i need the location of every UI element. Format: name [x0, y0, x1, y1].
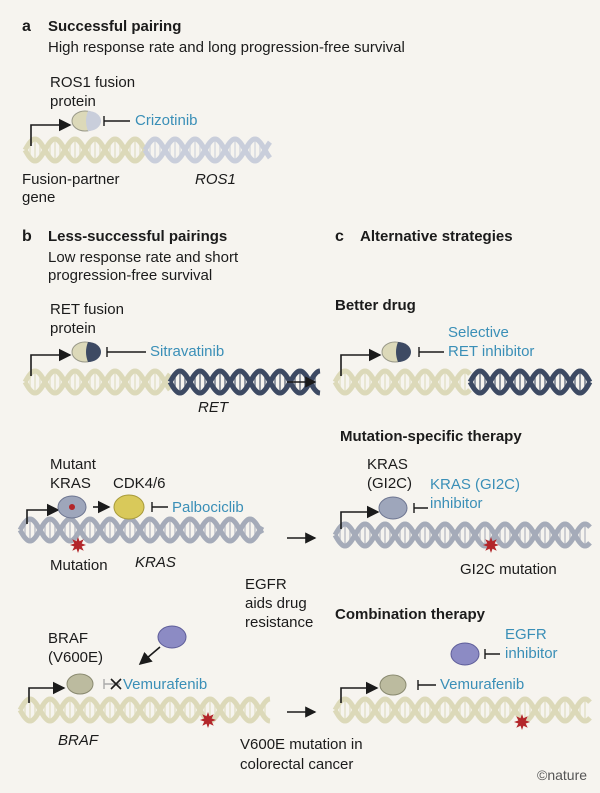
- gene-label: Fusion-partner: [22, 171, 120, 188]
- kras-gi2c-label: KRAS: [367, 456, 408, 473]
- ros1-protein-label: protein: [50, 93, 96, 110]
- drug-selective-ret: RET inhibitor: [448, 343, 535, 360]
- panel-a-letter: a: [22, 18, 31, 35]
- nature-credit: ©nature: [537, 767, 588, 783]
- mutation-label: Mutation: [50, 557, 108, 574]
- ret-dna: [467, 368, 593, 396]
- panel-a-subtitle: High response rate and long progression-…: [48, 39, 405, 56]
- braf-dna: [17, 696, 271, 724]
- ros1-protein-label: ROS1 fusion: [50, 74, 136, 91]
- promoter-arrow: [28, 681, 66, 703]
- drug-crizotinib: Crizotinib: [135, 112, 198, 129]
- egfr-protein-icon: [450, 642, 480, 666]
- kras-protein-label: Mutant: [50, 456, 96, 473]
- kras-dna: [332, 521, 592, 549]
- gene-label: gene: [22, 189, 56, 206]
- drug-palbociclib: Palbociclib: [172, 499, 244, 516]
- fusion-partner-dna: [332, 368, 472, 396]
- promoter-arrow: [340, 505, 380, 529]
- drug-sitravatinib: Sitravatinib: [150, 343, 225, 360]
- gene-label-ret: RET: [198, 399, 228, 416]
- mutation-star-icon: [70, 537, 86, 553]
- gene-label-kras: KRAS: [135, 554, 176, 571]
- promoter-arrow: [30, 118, 72, 146]
- ros1-dna: [142, 136, 272, 164]
- drug-kras-inhibitor: KRAS (GI2C): [430, 476, 521, 493]
- mutation-star-icon: [200, 712, 216, 728]
- cdk46-protein-icon: [113, 494, 145, 520]
- mutation-star-icon: [483, 537, 499, 553]
- cdk-label: CDK4/6: [113, 475, 166, 492]
- drug-egfr-inhibitor: inhibitor: [505, 645, 558, 662]
- egfr-label: resistance: [245, 614, 314, 631]
- heading-mutation-specific: Mutation-specific therapy: [340, 428, 522, 445]
- braf-label: BRAF: [48, 630, 89, 647]
- fusion-partner-dna: [22, 368, 172, 396]
- promoter-arrow: [26, 503, 60, 524]
- kras-gi2c-protein-icon: [378, 496, 408, 520]
- panel-b-title: Less-successful pairings: [48, 228, 228, 245]
- egfr-resistance-arrow: [138, 646, 161, 666]
- ros1-fusion-protein-icon: [71, 110, 101, 132]
- egfr-label: aids drug: [245, 595, 307, 612]
- drug-kras-inhibitor: inhibitor: [430, 495, 483, 512]
- drug-vemurafenib: Vemurafenib: [123, 676, 208, 693]
- ret-protein-label: RET fusion: [50, 301, 124, 318]
- drug-selective-ret: Selective: [448, 324, 509, 341]
- panel-b-subtitle: progression-free survival: [48, 267, 213, 284]
- panel-c-title: Alternative strategies: [360, 228, 513, 245]
- promoter-arrow: [30, 348, 72, 376]
- panel-b-letter: b: [22, 228, 32, 245]
- v600e-mutation-label: colorectal cancer: [240, 756, 354, 773]
- gene-label-braf: BRAF: [58, 732, 99, 749]
- gi2c-mutation-label: GI2C mutation: [460, 561, 557, 578]
- promoter-arrow: [340, 681, 379, 703]
- mutant-kras-protein-icon: [57, 495, 87, 519]
- egfr-protein-icon: [157, 625, 187, 649]
- kras-protein-label: KRAS: [50, 475, 91, 492]
- fusion-partner-dna: [22, 136, 148, 164]
- cross-icon: [110, 678, 122, 690]
- panel-a-title: Successful pairing: [48, 18, 182, 35]
- blocked-inhibition-icon: [103, 679, 120, 689]
- kras-dna: [17, 516, 265, 544]
- promoter-arrow: [340, 348, 382, 376]
- inhibition-symbols: [103, 116, 500, 690]
- v600e-mutation-label: V600E mutation in: [240, 736, 363, 753]
- ret-fusion-protein-icon: [381, 341, 411, 363]
- panel-c-letter: c: [335, 228, 344, 245]
- ret-fusion-protein-icon: [71, 341, 101, 363]
- drug-vemurafenib: Vemurafenib: [440, 676, 525, 693]
- egfr-label: EGFR: [245, 576, 287, 593]
- gene-label-ros1: ROS1: [195, 171, 236, 188]
- kras-gi2c-label: (GI2C): [367, 475, 412, 492]
- braf-dna: [332, 696, 592, 724]
- panel-b-subtitle: Low response rate and short: [48, 249, 239, 266]
- braf-label: (V600E): [48, 649, 104, 666]
- braf-protein-icon: [66, 673, 94, 695]
- braf-protein-icon: [379, 674, 407, 696]
- ret-protein-label: protein: [50, 320, 96, 337]
- drug-egfr-inhibitor: EGFR: [505, 626, 547, 643]
- mutation-star-icon: [514, 714, 530, 730]
- heading-better-drug: Better drug: [335, 297, 416, 314]
- heading-combination: Combination therapy: [335, 606, 486, 623]
